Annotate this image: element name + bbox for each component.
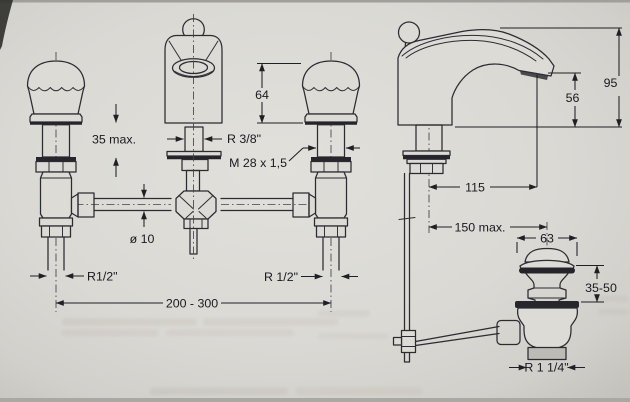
dim-label-hole-centre-distance: 200 - 300	[166, 297, 218, 311]
dim-label-left-valve-thread: R1/2"	[87, 270, 118, 284]
right-valve-handle	[292, 50, 361, 314]
dim-label-spout-outlet-height: 56	[566, 91, 580, 105]
dim-label-spout-reach: 115	[465, 181, 485, 195]
dim-label-deck-thickness-max: 35 max.	[92, 132, 136, 146]
spout-side	[397, 21, 555, 175]
pop-up-waste	[515, 222, 579, 361]
dim-label-valve-thread: M 28 x 1,5	[229, 156, 287, 170]
dim-label-spout-thread: R 3/8"	[227, 132, 261, 146]
dim-label-overall-height: 95	[604, 76, 618, 90]
waste-lever-linkage	[392, 319, 521, 354]
dim-label-handle-height: 64	[255, 88, 269, 102]
scan-edge-artifact	[0, 0, 13, 50]
dim-label-waste-flange-diameter: 63	[540, 232, 554, 246]
dim-label-right-valve-thread: R 1/2"	[264, 270, 298, 284]
side-view	[392, 21, 579, 363]
left-valve-handle	[26, 50, 95, 314]
dim-label-waste-distance-max: 150 max.	[455, 221, 506, 235]
dimension-graphics	[30, 27, 622, 371]
dim-label-pipe-diameter: ø 10	[130, 232, 155, 246]
page-bleed-through	[62, 296, 628, 395]
tee-fitting	[175, 14, 217, 262]
dim-label-waste-deck-range: 35-50	[585, 281, 617, 295]
dimension-labels: 64 35 max. R 3/8" M 28 x 1,5 ø 10 R1/2" …	[87, 76, 617, 375]
dim-label-waste-thread: R 1 1/4"	[524, 361, 568, 375]
front-view	[26, 14, 361, 314]
